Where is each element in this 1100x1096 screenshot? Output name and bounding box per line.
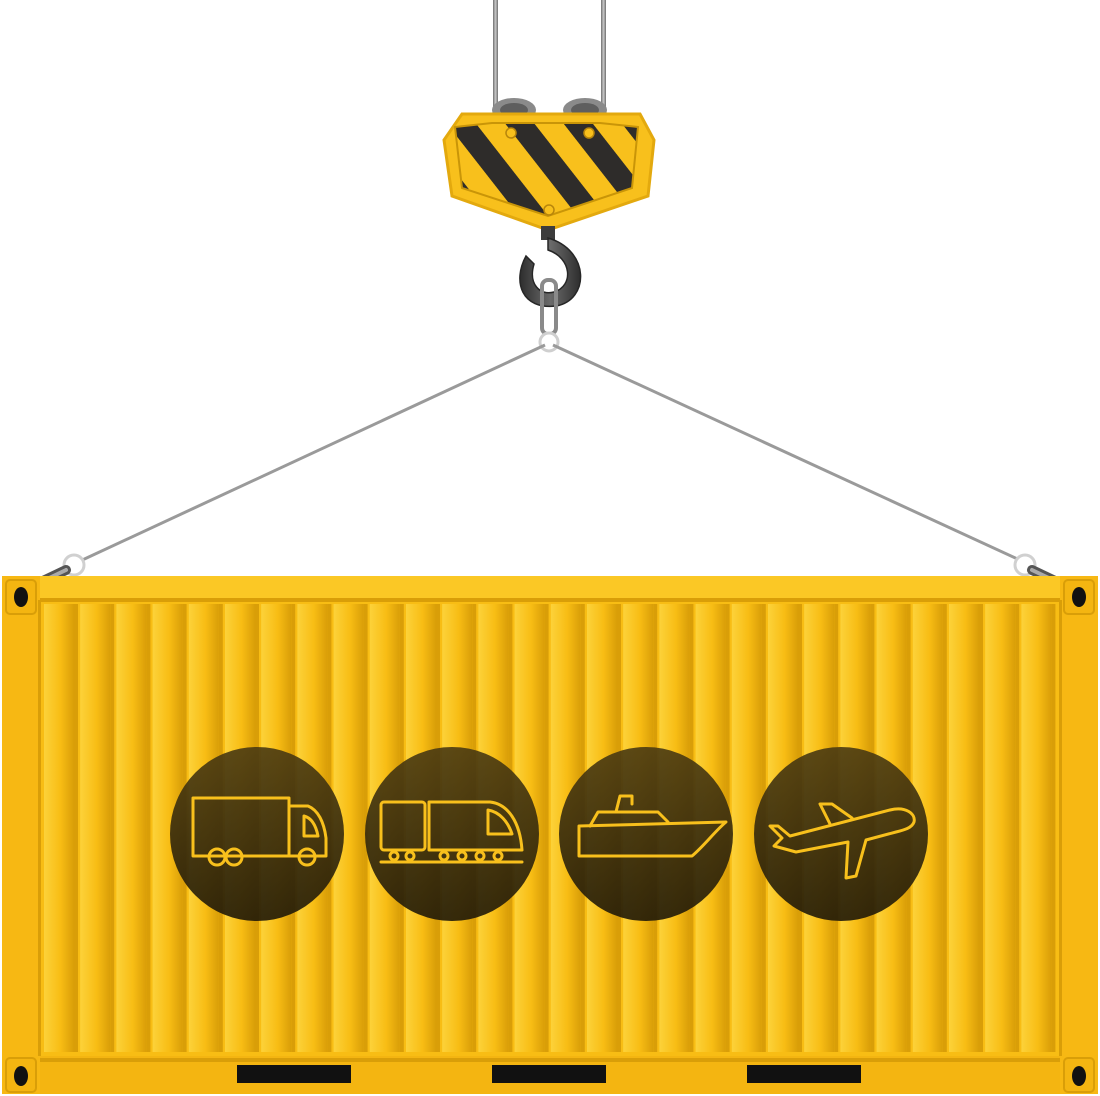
corrugation-rib: [44, 604, 74, 1052]
ship-icon: [577, 794, 728, 858]
truck-icon: [191, 796, 328, 867]
corrugation-rib: [949, 604, 979, 1052]
corrugation-rib: [985, 604, 1016, 1052]
corner-castings: [5, 579, 1095, 1093]
corrugation-groove: [74, 604, 78, 1052]
hook-block: [442, 112, 656, 232]
corrugation-groove: [942, 604, 947, 1052]
transport-badges: [170, 747, 928, 921]
corrugation-groove: [110, 604, 115, 1052]
train-icon: [379, 800, 524, 864]
airplane-icon: [768, 802, 916, 880]
corrugation-rib: [80, 604, 111, 1052]
crane-hook: [519, 226, 582, 353]
sling-cables: [19, 343, 1079, 595]
forklift-slots: [237, 1065, 861, 1083]
corrugation-groove: [1051, 604, 1056, 1052]
truck-badge: [170, 747, 344, 921]
airplane-badge: [754, 747, 928, 921]
ship-badge: [559, 747, 733, 921]
overhead-cables: [493, 0, 606, 110]
shipping-container: [2, 576, 1098, 1094]
corrugation-groove: [1015, 604, 1020, 1052]
corrugation-groove: [979, 604, 983, 1052]
corrugation-groove: [544, 604, 549, 1052]
corrugation-groove: [146, 604, 151, 1052]
corrugation-rib: [1021, 604, 1052, 1052]
train-badge: [365, 747, 539, 921]
corrugation-rib: [116, 604, 147, 1052]
